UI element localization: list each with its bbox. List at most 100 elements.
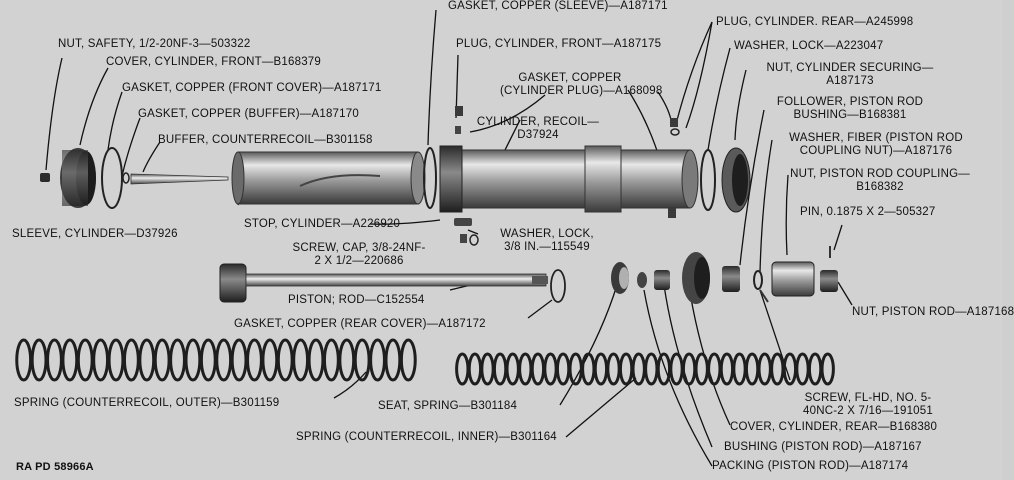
- spring-coil: [555, 352, 571, 386]
- label-screw-flhd: SCREW, FL-HD, NO. 5-40NC-2 X 7/16—191051: [803, 392, 933, 417]
- label-washer-lock: WASHER, LOCK—A223047: [734, 40, 884, 52]
- label-nut-securing: NUT, CYLINDER SECURING—A187173: [766, 62, 934, 87]
- plug-lower-part: [668, 208, 676, 218]
- label-gasket-rear-cover: GASKET, COPPER (REAR COVER)—A187172: [234, 318, 486, 330]
- spring-coil: [455, 352, 470, 386]
- spring-coil: [15, 338, 33, 382]
- piston-rod-part: [219, 263, 548, 303]
- cap-screw-part: [460, 234, 467, 243]
- rear-plug-part: [670, 118, 678, 127]
- label-buffer: BUFFER, COUNTERRECOIL—B301158: [158, 134, 373, 146]
- buffer-gasket-part: [122, 172, 130, 184]
- safety-nut-part: [40, 173, 50, 182]
- spring-coil: [246, 338, 263, 382]
- label-cover-cylinder-front: COVER, CYLINDER, FRONT—B168379: [106, 56, 321, 68]
- spring-coil: [480, 352, 495, 386]
- spring-coil: [807, 352, 823, 386]
- spring-coil: [307, 338, 325, 382]
- sleeve-gasket-part: [423, 147, 437, 209]
- spring-coil: [30, 338, 48, 382]
- cylinder-stop-part: [454, 218, 472, 226]
- spring-coil: [707, 352, 722, 386]
- spring-coil: [505, 352, 520, 386]
- spring-coil: [795, 352, 810, 386]
- label-cylinder-recoil: CYLINDER, RECOIL—D37924: [476, 116, 600, 141]
- front-cover-part: [60, 148, 96, 208]
- label-nut-coupling: NUT, PISTON ROD COUPLING—B168382: [790, 168, 970, 193]
- fiber-washer-part: [753, 270, 763, 290]
- plug-gasket-part: [670, 128, 680, 136]
- rear-cover-part: [682, 252, 710, 304]
- spring-coil: [61, 338, 79, 382]
- sleeve-part: [231, 151, 426, 205]
- spring-coil: [593, 352, 609, 386]
- label-nut-safety: NUT, SAFETY, 1/2-20NF-3—503322: [58, 38, 251, 50]
- flhd-screw-part: [759, 289, 769, 303]
- recoil-cylinder-part: [439, 126, 699, 213]
- lock-washer-part: [700, 149, 716, 211]
- label-gasket-sleeve: GASKET, COPPER (SLEEVE)—A187171: [448, 0, 668, 12]
- label-washer-lock-38: WASHER, LOCK,3/8 IN.—115549: [500, 228, 594, 253]
- spring-coil: [107, 338, 125, 382]
- spring-coil: [153, 338, 171, 382]
- spring-coil: [744, 352, 760, 386]
- spring-coil: [757, 352, 772, 386]
- label-spring-outer: SPRING (COUNTERRECOIL, OUTER)—B301159: [14, 397, 280, 409]
- spring-coil: [694, 352, 709, 386]
- front-plug-part: [455, 106, 463, 116]
- spring-coil: [669, 352, 684, 386]
- label-plug-front: PLUG, CYLINDER, FRONT—A187175: [456, 38, 662, 50]
- spring-coil: [644, 352, 659, 386]
- label-packing: PACKING (PISTON ROD)—A187174: [712, 460, 909, 472]
- spring-coil: [184, 338, 202, 382]
- spring-coil: [261, 338, 279, 382]
- pin-part: [829, 246, 831, 258]
- follower-part: [722, 266, 740, 292]
- spring-coil: [518, 352, 533, 386]
- buffer-part: [130, 173, 229, 185]
- spring-coil: [543, 352, 558, 386]
- label-plug-rear: PLUG, CYLINDER. REAR—A245998: [716, 16, 914, 28]
- spring-coil: [138, 338, 156, 382]
- spring-coil: [770, 352, 785, 386]
- piston-rod-nut-part: [820, 270, 838, 292]
- lock-washer-38-part: [469, 234, 479, 246]
- spring-coil: [76, 338, 94, 382]
- label-gasket-plug: GASKET, COPPER(CYLINDER PLUG)—A168098: [500, 72, 663, 97]
- spring-coil: [369, 338, 386, 382]
- coupling-nut-part: [771, 261, 815, 297]
- spring-coil: [230, 338, 248, 382]
- spring-coil: [631, 352, 646, 386]
- rear-cover-gasket-part: [550, 269, 566, 303]
- spring-coil: [122, 338, 140, 382]
- bushing-part: [654, 270, 670, 290]
- spring-coil: [292, 338, 310, 382]
- label-stop: STOP, CYLINDER—A226920: [244, 218, 401, 230]
- label-cover-rear: COVER, CYLINDER, REAR—B168380: [730, 421, 938, 433]
- spring-coil: [467, 352, 483, 386]
- spring-coil: [732, 352, 747, 386]
- label-gasket-front-cover: GASKET, COPPER (FRONT COVER)—A187171: [122, 82, 382, 94]
- spring-coil: [492, 352, 508, 386]
- front-cover-gasket-part: [101, 147, 123, 209]
- outer-spring-part: [15, 338, 417, 382]
- spring-coil: [215, 338, 233, 382]
- spring-coil: [338, 338, 356, 382]
- spring-coil: [169, 338, 186, 382]
- spring-coil: [322, 338, 340, 382]
- label-pin: PIN, 0.1875 X 2—505327: [800, 206, 936, 218]
- label-gasket-buffer: GASKET, COPPER (BUFFER)—A187170: [138, 108, 359, 120]
- spring-coil: [199, 338, 217, 382]
- spring-coil: [399, 338, 417, 382]
- packing-part: [637, 272, 647, 288]
- spring-coil: [681, 352, 697, 386]
- securing-nut-part: [721, 147, 751, 213]
- spring-coil: [656, 352, 672, 386]
- label-spring-inner: SPRING (COUNTERRECOIL, INNER)—B301164: [296, 431, 557, 443]
- inner-spring-part: [455, 352, 835, 386]
- label-seat-spring: SEAT, SPRING—B301184: [378, 400, 518, 412]
